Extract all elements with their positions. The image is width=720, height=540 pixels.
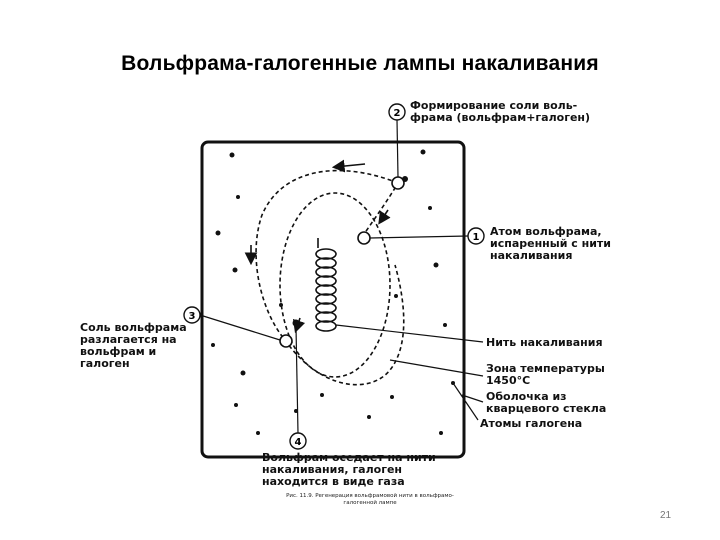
- label-step-2: Формирование соли воль- фрама (вольфрам+…: [410, 100, 590, 124]
- label-step-2-line2: фрама (вольфрам+галоген): [410, 111, 591, 124]
- figure-caption: Рис. 11.9. Регенерация вольфрамовой нити…: [286, 493, 454, 506]
- step-number-3: 3: [189, 311, 196, 322]
- tungsten-deposit-dot: [292, 319, 300, 327]
- temperature-zone-outline: [279, 192, 391, 378]
- label-step-2-line1: Формирование соли воль-: [410, 99, 578, 112]
- label-halogen-atoms: Атомы галогена: [480, 417, 583, 430]
- halogen-cycle-path: [255, 169, 405, 386]
- filament-coil: [315, 238, 337, 332]
- label-filament: Нить накаливания: [486, 336, 603, 349]
- quartz-shell: [200, 140, 466, 459]
- page-number: 21: [660, 510, 672, 521]
- step-marker-4: 4: [289, 432, 307, 450]
- slide-title: Вольфрама-галогенные лампы накаливания: [121, 52, 599, 75]
- halogen-atoms-scatter: [211, 149, 455, 435]
- halogen-dot: [402, 176, 408, 182]
- step-marker-2: 2: [388, 103, 406, 121]
- flow-arrow-top: [331, 159, 366, 173]
- step-number-1: 1: [473, 232, 480, 243]
- leader-lines: [199, 119, 484, 434]
- flow-arrow-right: [378, 209, 391, 225]
- tungsten-atom-evaporated: [357, 231, 371, 245]
- step-marker-1: 1: [467, 227, 485, 245]
- tungsten-salt-decomposing: [279, 334, 293, 348]
- step-number-2: 2: [394, 108, 401, 119]
- step-number-4: 4: [295, 437, 302, 448]
